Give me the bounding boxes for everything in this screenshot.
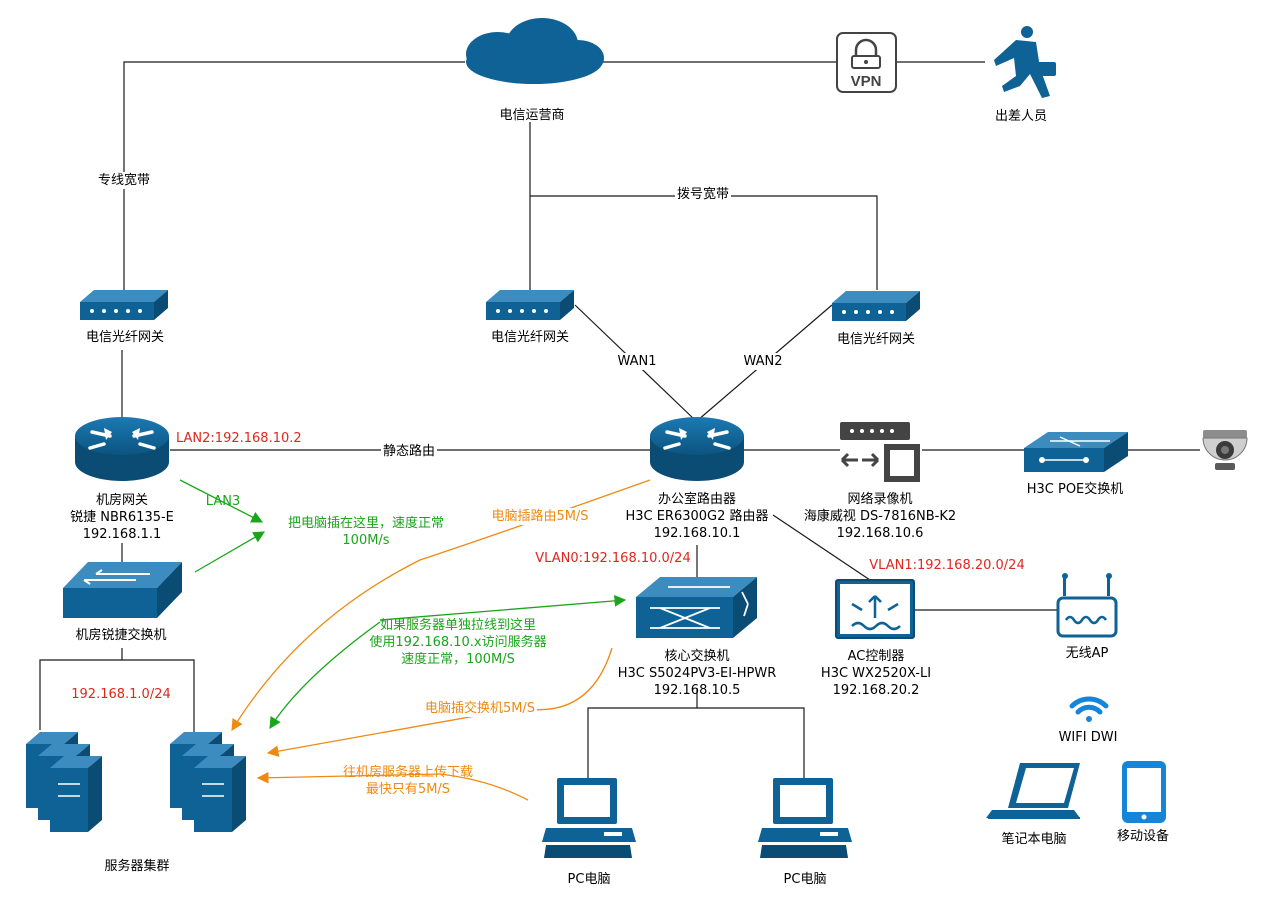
- wire-router-ac: [772, 514, 871, 581]
- traveler-icon[interactable]: [994, 26, 1056, 98]
- office-router-label: 办公室路由器 H3C ER6300G2 路由器 192.168.10.1: [625, 491, 768, 542]
- gateway-right-icon[interactable]: [832, 291, 920, 321]
- poe-switch-label: H3C POE交换机: [1026, 482, 1124, 497]
- office-router-model: H3C ER6300G2 路由器: [625, 509, 769, 524]
- server-router-name: 机房网关: [95, 493, 148, 508]
- nvr-label: 网络录像机 海康威视 DS-7816NB-K2 192.168.10.6: [804, 491, 956, 542]
- nvr-model: 海康威视 DS-7816NB-K2: [803, 509, 957, 524]
- camera-icon[interactable]: [1202, 430, 1248, 470]
- mobile-label: 移动设备: [1116, 829, 1170, 844]
- orange-upload-line1: 往机房服务器上传下载: [342, 765, 474, 780]
- green-arrows: [179, 479, 627, 729]
- ac-controller-ip: 192.168.20.2: [832, 683, 920, 698]
- core-switch-label: 核心交换机 H3C S5024PV3-EI-HPWR 192.168.10.5: [618, 648, 777, 699]
- wifi-label: WIFI DWI: [1058, 730, 1118, 745]
- orange-upload-note: 往机房服务器上传下载 最快只有5M/S: [343, 764, 473, 798]
- traveler-label: 出差人员: [994, 109, 1048, 124]
- wire-core-pcs: [587, 688, 805, 780]
- gateway-left-icon[interactable]: [80, 290, 168, 320]
- lan2-annotation: LAN2:192.168.10.2: [176, 431, 302, 446]
- green-direct-note: 如果服务器单独拉线到这里 使用192.168.10.x访问服务器 速度正常，10…: [369, 617, 546, 668]
- core-switch-name: 核心交换机: [664, 649, 730, 664]
- arrow-pc-to-server: [256, 771, 529, 801]
- gateway-mid-label: 电信光纤网关: [490, 330, 570, 345]
- green-direct-line3: 速度正常，100M/S: [401, 652, 515, 667]
- pc-left-icon[interactable]: [542, 778, 636, 858]
- green-direct-line1: 如果服务器单独拉线到这里: [379, 618, 537, 633]
- server-cluster-right-icon[interactable]: [170, 732, 246, 832]
- wire-dialup: [530, 195, 878, 290]
- vlan0-annotation: VLAN0:192.168.10.0/24: [535, 551, 691, 566]
- server-switch-icon[interactable]: [63, 562, 182, 618]
- wireless-ap-label: 无线AP: [1065, 646, 1109, 661]
- vpn-badge-text: VPN: [851, 73, 882, 90]
- lan3-label: LAN3: [205, 494, 241, 509]
- office-router-name: 办公室路由器: [657, 492, 737, 507]
- arrow-direct-to-core: [379, 595, 627, 621]
- orange-router-note: 电脑插路由5M/S: [489, 508, 591, 525]
- link-dedicated-label: 专线宽带: [95, 172, 153, 189]
- link-wan2-label: WAN2: [741, 353, 785, 370]
- gateway-left-label: 电信光纤网关: [85, 330, 165, 345]
- arrow-direct-to-server: [269, 621, 381, 729]
- pc-right-icon[interactable]: [758, 778, 852, 858]
- server-router-model: 锐捷 NBR6135-E: [70, 510, 174, 525]
- wire-switch-servers: [39, 648, 195, 732]
- core-switch-ip: 192.168.10.5: [653, 683, 741, 698]
- vpn-icon[interactable]: [836, 32, 897, 93]
- pc-left-label: PC电脑: [567, 872, 611, 887]
- ac-controller-label: AC控制器 H3C WX2520X-LI 192.168.20.2: [821, 648, 931, 699]
- mobile-icon[interactable]: [1122, 761, 1166, 823]
- link-static-route-label: 静态路由: [380, 443, 438, 460]
- poe-switch-icon[interactable]: [1024, 432, 1128, 472]
- arrow-switch-plug: [194, 531, 266, 573]
- server-switch-label: 机房锐捷交换机: [75, 628, 167, 643]
- core-switch-icon[interactable]: [636, 577, 757, 638]
- ac-controller-icon[interactable]: [835, 579, 915, 639]
- nvr-name: 网络录像机: [847, 492, 913, 507]
- server-router-icon[interactable]: [75, 417, 169, 481]
- pc-right-label: PC电脑: [783, 872, 827, 887]
- vlan1-annotation: VLAN1:192.168.20.0/24: [869, 558, 1025, 573]
- laptop-icon[interactable]: [986, 763, 1080, 819]
- green-direct-line2: 使用192.168.10.x访问服务器: [369, 635, 547, 650]
- gateway-mid-icon[interactable]: [486, 290, 574, 320]
- link-wan1-label: WAN1: [615, 353, 659, 370]
- ac-controller-model: H3C WX2520X-LI: [820, 666, 932, 681]
- core-switch-model: H3C S5024PV3-EI-HPWR: [617, 666, 777, 681]
- link-dialup-label: 拨号宽带: [674, 186, 732, 203]
- orange-upload-line2: 最快只有5M/S: [365, 782, 451, 797]
- green-plug-line1: 把电脑插在这里，速度正常: [287, 516, 445, 531]
- laptop-label: 笔记本电脑: [1001, 832, 1067, 847]
- ac-controller-name: AC控制器: [847, 649, 905, 664]
- wifi-icon: [1069, 696, 1109, 722]
- isp-label: 电信运营商: [499, 108, 565, 123]
- nvr-icon[interactable]: [840, 422, 920, 482]
- arrow-lan3: [179, 479, 264, 523]
- green-plug-line2: 100M/s: [342, 533, 390, 548]
- gateway-right-label: 电信光纤网关: [836, 332, 916, 347]
- green-plug-note: 把电脑插在这里，速度正常 100M/s: [288, 515, 444, 549]
- wire-dedicated-line: [123, 61, 465, 290]
- server-subnet-annotation: 192.168.1.0/24: [71, 687, 171, 702]
- server-router-label: 机房网关 锐捷 NBR6135-E 192.168.1.1: [70, 492, 174, 543]
- server-cluster-left-icon[interactable]: [26, 732, 102, 832]
- wireless-ap-icon[interactable]: [1056, 573, 1118, 638]
- nvr-ip: 192.168.10.6: [836, 526, 924, 541]
- orange-switch-note: 电脑插交换机5M/S: [422, 700, 538, 717]
- server-router-ip: 192.168.1.1: [82, 527, 162, 542]
- office-router-ip: 192.168.10.1: [653, 526, 741, 541]
- server-cluster-label: 服务器集群: [104, 859, 170, 874]
- office-router-icon[interactable]: [650, 417, 744, 481]
- cloud-icon[interactable]: [466, 18, 604, 84]
